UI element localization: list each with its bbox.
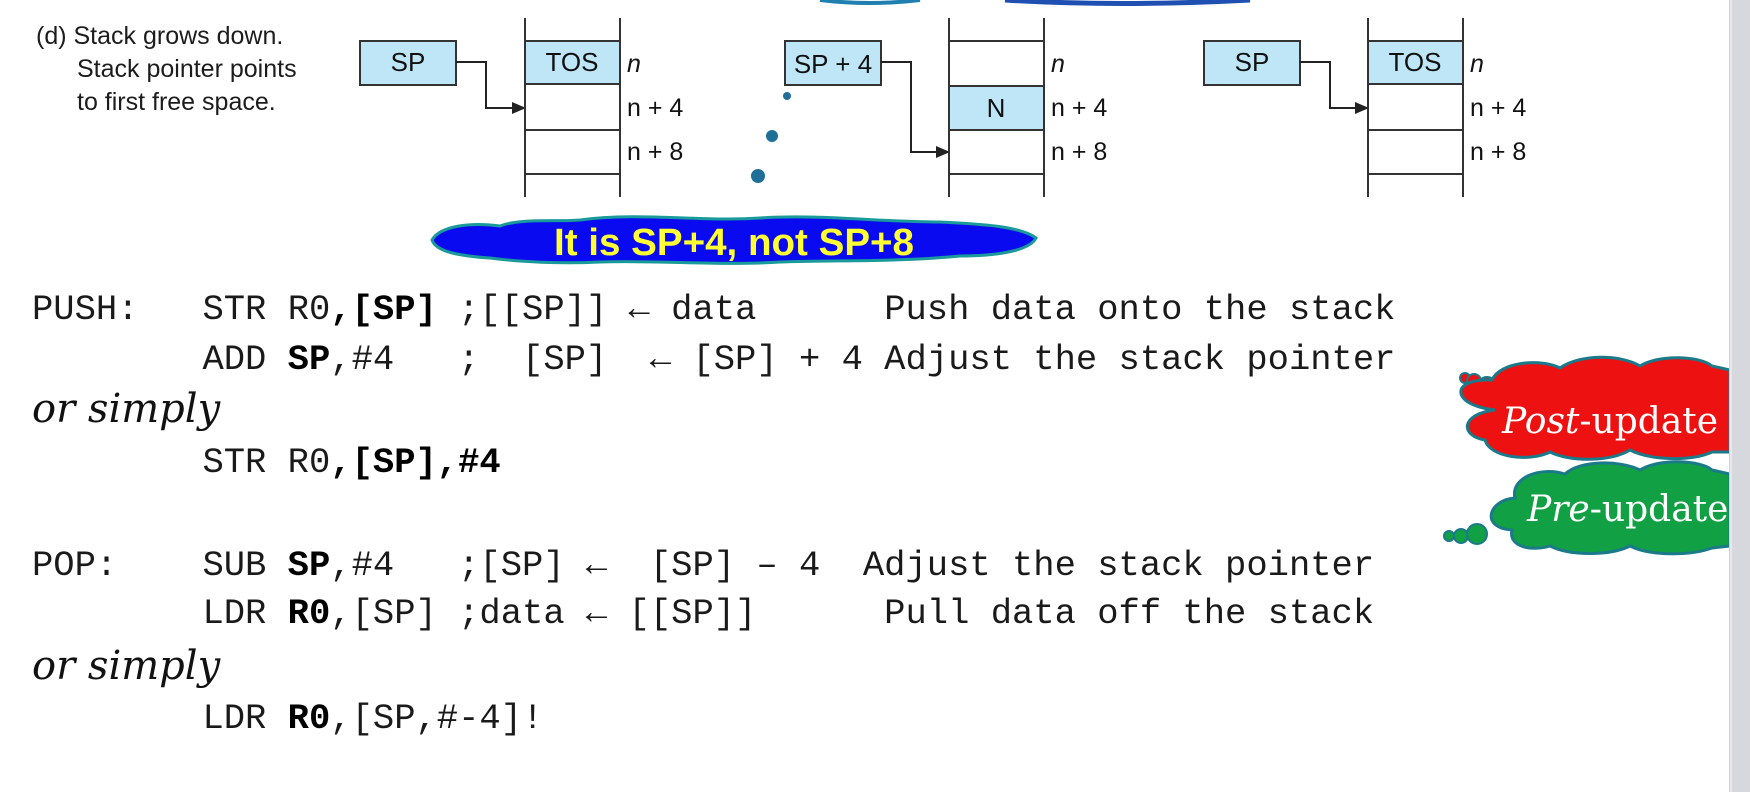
pop-comment-1: ;[SP] ← [SP] – 4 Adjust the stack pointe… [394, 545, 1375, 586]
post-update-italic: Post [1501, 401, 1580, 442]
pop-simple-operand: ,[SP,#-4]! [330, 698, 544, 739]
pop-op-2: LDR [202, 593, 267, 634]
push-imm-2: ,#4 [330, 339, 395, 380]
post-update-label: Post-update [1501, 401, 1718, 442]
address-label: n + 8 [1470, 138, 1526, 166]
pre-update-cloud: Pre-update [1443, 460, 1730, 556]
caption-line-3: to first free space. [77, 88, 276, 116]
stack-cell-label: N [987, 93, 1006, 123]
banner-text: It is SP+4, not SP+8 [554, 222, 914, 264]
address-label: n + 8 [627, 138, 683, 166]
push-op-1: STR [202, 289, 267, 330]
pop-imm-1: ,#4 [330, 545, 395, 586]
pop-line-1: POP: SUB SP,#4 ;[SP] ← [SP] – 4 Adjust t… [32, 546, 1374, 586]
pointer-label: SP + 4 [794, 49, 872, 79]
cloud-shape [1489, 460, 1730, 556]
stack-cell-tos [1367, 40, 1464, 85]
address-label: n [1051, 50, 1065, 78]
decorative-arc [819, 0, 921, 5]
pre-update-label: Pre-update [1526, 489, 1728, 530]
push-op-2: ADD [202, 339, 267, 380]
pop-op-1: SUB [202, 545, 267, 586]
or-simply-label: or simply [32, 643, 221, 689]
decorative-arc [1004, 0, 1251, 6]
push-comment-1: ;[[SP]] ← data Push data onto the stack [436, 289, 1396, 330]
address-label: n [1470, 50, 1484, 78]
pop-simple-line: LDR R0,[SP,#-4]! [32, 699, 543, 739]
pointer-box [784, 40, 882, 86]
push-simple-reg: R0 [287, 442, 331, 483]
address-label: n + 8 [1051, 138, 1107, 166]
push-simple-line: STR R0,[SP],#4 [202, 442, 501, 483]
push-line-2: ADD SP,#4 ; [SP] ← [SP] + 4 Adjust the s… [32, 340, 1395, 380]
pointer-arrow [456, 61, 526, 114]
address-label: n + 4 [1051, 94, 1107, 122]
pre-update-italic: Pre [1526, 489, 1590, 530]
pop-comment-2: ;data ← [[SP]] Pull data off the stack [436, 593, 1375, 634]
cloud-shape [1459, 355, 1730, 461]
push-reg-2: SP [287, 339, 331, 380]
push-label: PUSH: [32, 289, 139, 330]
pop-label: POP: [32, 545, 118, 586]
caption-line-2: Stack pointer points [77, 55, 297, 83]
stack-diagram-left: SP TOS n n + 4 n + 8 [359, 18, 683, 197]
push-comment-2: ; [SP] ← [SP] + 4 Adjust the stack point… [394, 339, 1396, 380]
post-update-cloud: Post-update [1459, 355, 1730, 461]
transition-dot [783, 92, 791, 100]
address-label: n [627, 50, 641, 78]
pop-line-2: LDR R0,[SP] ;data ← [[SP]] Pull data off… [32, 594, 1374, 634]
pop-mem-2: ,[SP] [330, 593, 437, 634]
transition-dot [751, 169, 765, 183]
push-simple-operand: [SP],#4 [351, 442, 501, 483]
pointer-label: SP [1235, 47, 1270, 77]
push-mem-1: [SP] [351, 289, 437, 330]
pointer-arrow [1300, 61, 1369, 114]
push-line-1: PUSH: STR R0,[SP] ;[[SP]] ← data Push da… [32, 289, 1396, 330]
pointer-arrow [881, 61, 950, 158]
cloud-bubble [1466, 523, 1488, 545]
pointer-label: SP [391, 47, 426, 77]
address-label: n + 4 [627, 94, 683, 122]
stack-cell-label: TOS [546, 47, 599, 77]
pop-simple-op: LDR [202, 698, 267, 739]
cloud-bubble [1453, 528, 1469, 544]
push-reg-1: R0 [287, 289, 331, 330]
post-update-rest: -update [1579, 401, 1718, 442]
banner-shape [430, 215, 1038, 265]
cloud-bubble [1443, 530, 1455, 542]
figure-caption: (d) Stack grows down. Stack pointer poin… [36, 20, 297, 119]
scrollbar-thumb[interactable] [1732, 0, 1750, 792]
pop-reg-2: R0 [287, 593, 331, 634]
push-simple-op: STR [202, 442, 267, 483]
pop-reg-1: SP [287, 545, 331, 586]
stack-diagram-middle: SP + 4 N n n + 4 n + 8 [784, 18, 1107, 197]
vertical-scrollbar[interactable] [1729, 0, 1750, 792]
stack-cell-tos [524, 40, 621, 85]
transition-dot [766, 130, 778, 142]
stack-cell-label: TOS [1389, 47, 1442, 77]
stack-cell-n [948, 85, 1045, 131]
caption-line-1: (d) Stack grows down. [36, 22, 284, 50]
pop-simple-reg: R0 [287, 698, 331, 739]
stack-diagram-right: SP TOS n n + 4 n + 8 [1203, 18, 1526, 197]
annotation-banner: It is SP+4, not SP+8 [430, 215, 1038, 265]
address-label: n + 4 [1470, 94, 1526, 122]
or-simply-label: or simply [32, 386, 221, 432]
pre-update-rest: -update [1590, 489, 1729, 530]
